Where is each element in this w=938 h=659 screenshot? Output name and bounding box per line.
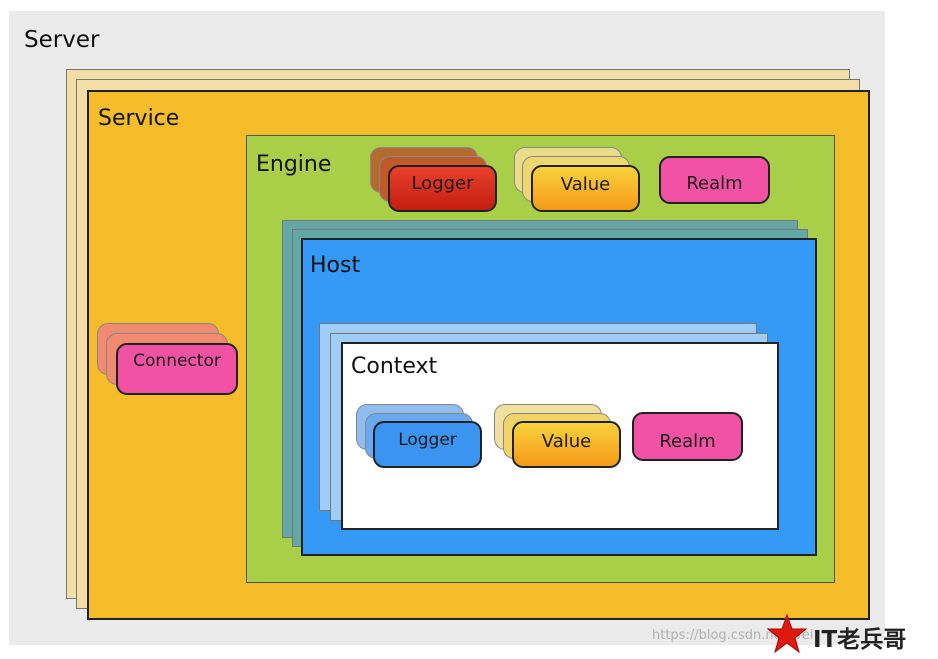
connector-label: Connector	[133, 351, 221, 371]
engine-label: Engine	[256, 152, 332, 177]
engine-logger-node[interactable]: Logger	[388, 165, 497, 212]
engine-realm-node[interactable]: Realm	[659, 156, 770, 204]
context-label: Context	[351, 354, 438, 379]
context-logger-label: Logger	[398, 429, 457, 450]
context-value-node[interactable]: Value	[512, 421, 621, 468]
server-label: Server	[24, 27, 100, 53]
engine-value-node[interactable]: Value	[531, 165, 640, 212]
context-logger-node[interactable]: Logger	[373, 421, 482, 468]
service-label: Service	[98, 106, 180, 131]
host-label: Host	[310, 253, 361, 278]
context-value-label: Value	[541, 431, 592, 452]
context-realm-node[interactable]: Realm	[632, 412, 743, 461]
star-icon	[766, 613, 808, 655]
connector-node[interactable]: Connector	[116, 343, 238, 395]
context-realm-label: Realm	[659, 431, 716, 452]
engine-realm-label: Realm	[686, 172, 743, 194]
watermark-brand: IT老兵哥	[813, 627, 907, 653]
engine-value-label: Value	[560, 174, 611, 195]
engine-logger-label: Logger	[411, 173, 474, 194]
